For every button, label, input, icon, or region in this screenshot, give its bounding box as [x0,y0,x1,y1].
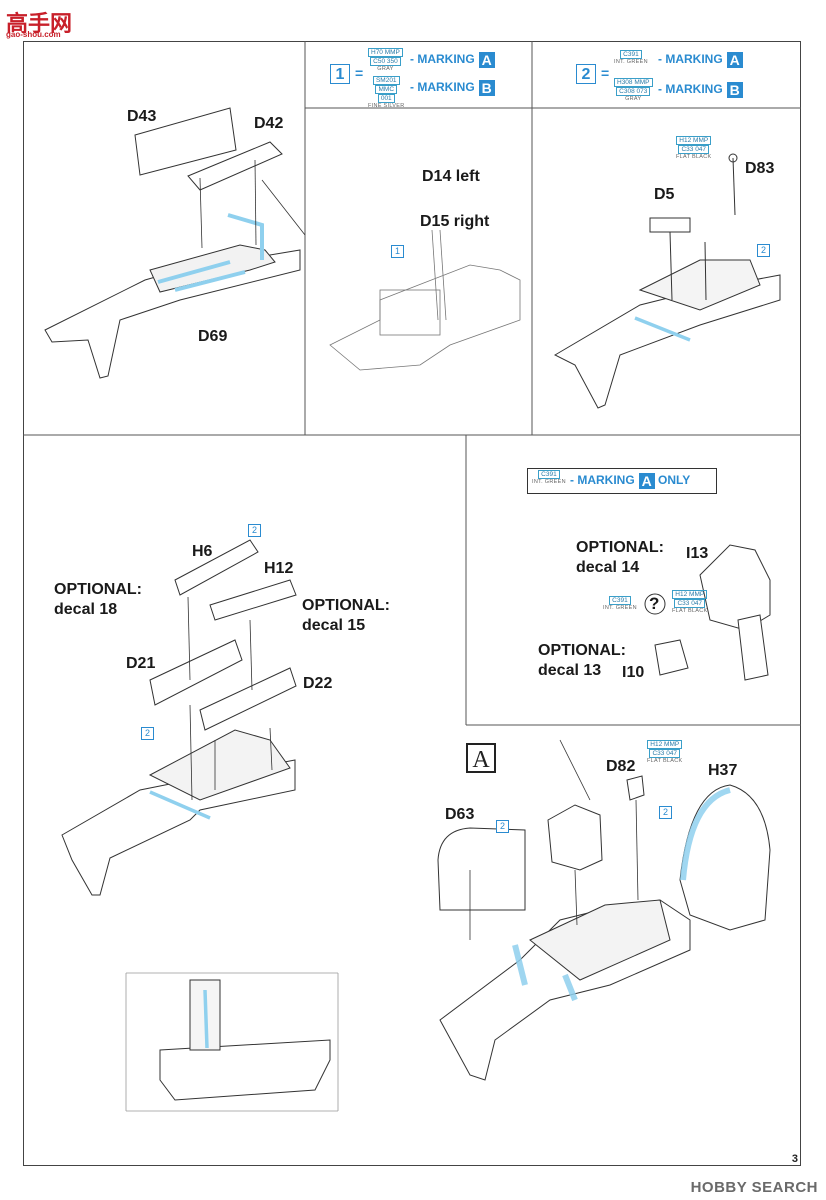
part-h12: H12 [264,560,294,577]
step-2-equals: = [601,65,610,81]
question-mark-icon: ? [649,594,660,613]
callout-paint-2-d63: 2 [496,820,509,833]
optional-decal-18: OPTIONAL:decal 18 [54,581,142,618]
part-d43: D43 [127,108,157,125]
part-d22: D22 [303,675,333,692]
step-1-equals: = [355,65,364,81]
part-i10: I10 [622,664,645,681]
part-h37: H37 [708,762,738,779]
callout-paint-1: 1 [391,245,404,258]
paint-flat-black-d83: H12 MMP C33 047 FLAT BLACK [676,136,712,160]
site-logo: 高手网 [6,11,73,36]
paint-flat-black-d82: H12 MMP C33 047 FLAT BLACK [647,740,683,764]
callout-paint-2-step2: 2 [757,244,770,257]
step-2-paint-gray: H308 MMP C308 073 GRAY [614,78,653,103]
optional-decal-15: OPTIONAL:decal 15 [302,597,390,634]
part-d15: D15 right [420,213,490,230]
part-d69: D69 [198,328,228,345]
step-1-number: 1 [330,64,350,84]
page-number: 3 [791,1153,798,1165]
instruction-page-frame [23,41,801,1166]
step-2-number: 2 [576,64,596,84]
part-d63: D63 [445,806,475,823]
callout-paint-2-h6: 2 [248,524,261,537]
part-d42: D42 [254,115,284,132]
optional-decal-13: OPTIONAL:decal 13 [538,642,626,679]
step-1-paint-silver: SM201 MMC 001 FINE SILVER [368,76,405,109]
part-d82: D82 [606,758,636,775]
marking-a-only-box [527,468,717,494]
paint-int-green-i13: C391 INT. GREEN [603,596,637,611]
step-1-paint-gray: H70 MMP C50 350 GRAY [368,48,403,73]
part-d21: D21 [126,655,156,672]
marking-letter-a: A [466,743,496,773]
callout-paint-2-d21: 2 [141,727,154,740]
paint-flat-black-i13: H12 MMP C33 047 FLAT BLACK [672,590,708,614]
paint-int-green-legend: C391 INT. GREEN [532,470,566,485]
part-h6: H6 [192,543,213,560]
site-logo-url: gao-shou.com [6,30,61,39]
callout-paint-2-h37: 2 [659,806,672,819]
optional-decal-14: OPTIONAL:decal 14 [576,539,664,576]
hobby-search-watermark: HOBBY SEARCH [690,1179,818,1196]
part-i13: I13 [686,545,709,562]
part-d83: D83 [745,160,775,177]
part-d14: D14 left [422,168,480,185]
step-2-paint-green: C391 INT. GREEN [614,50,648,65]
part-d5: D5 [654,186,675,203]
